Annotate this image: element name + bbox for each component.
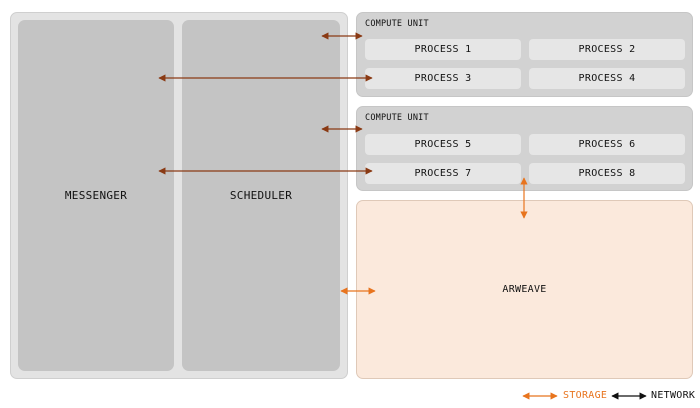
arweave-label: ARWEAVE — [502, 284, 547, 295]
process-6: PROCESS 6 — [529, 134, 685, 155]
process-5: PROCESS 5 — [365, 134, 521, 155]
compute-unit-label: COMPUTE UNIT — [365, 113, 429, 123]
compute-unit-label: COMPUTE UNIT — [365, 19, 429, 29]
scheduler-label: SCHEDULER — [229, 189, 293, 202]
process-1: PROCESS 1 — [365, 39, 521, 60]
process-7: PROCESS 7 — [365, 163, 521, 184]
process-4: PROCESS 4 — [529, 68, 685, 89]
legend-network-label: NETWORK — [651, 390, 696, 401]
messenger-label: MESSENGER — [64, 189, 128, 202]
process-3: PROCESS 3 — [365, 68, 521, 89]
messenger-unit: MESSENGER — [18, 20, 174, 371]
legend-storage-label: STORAGE — [563, 390, 608, 401]
process-2: PROCESS 2 — [529, 39, 685, 60]
compute-unit-1: COMPUTE UNIT PROCESS 1 PROCESS 2 PROCESS… — [356, 12, 693, 97]
arweave-storage: ARWEAVE — [356, 200, 693, 379]
process-8: PROCESS 8 — [529, 163, 685, 184]
compute-unit-2: COMPUTE UNIT PROCESS 5 PROCESS 6 PROCESS… — [356, 106, 693, 191]
